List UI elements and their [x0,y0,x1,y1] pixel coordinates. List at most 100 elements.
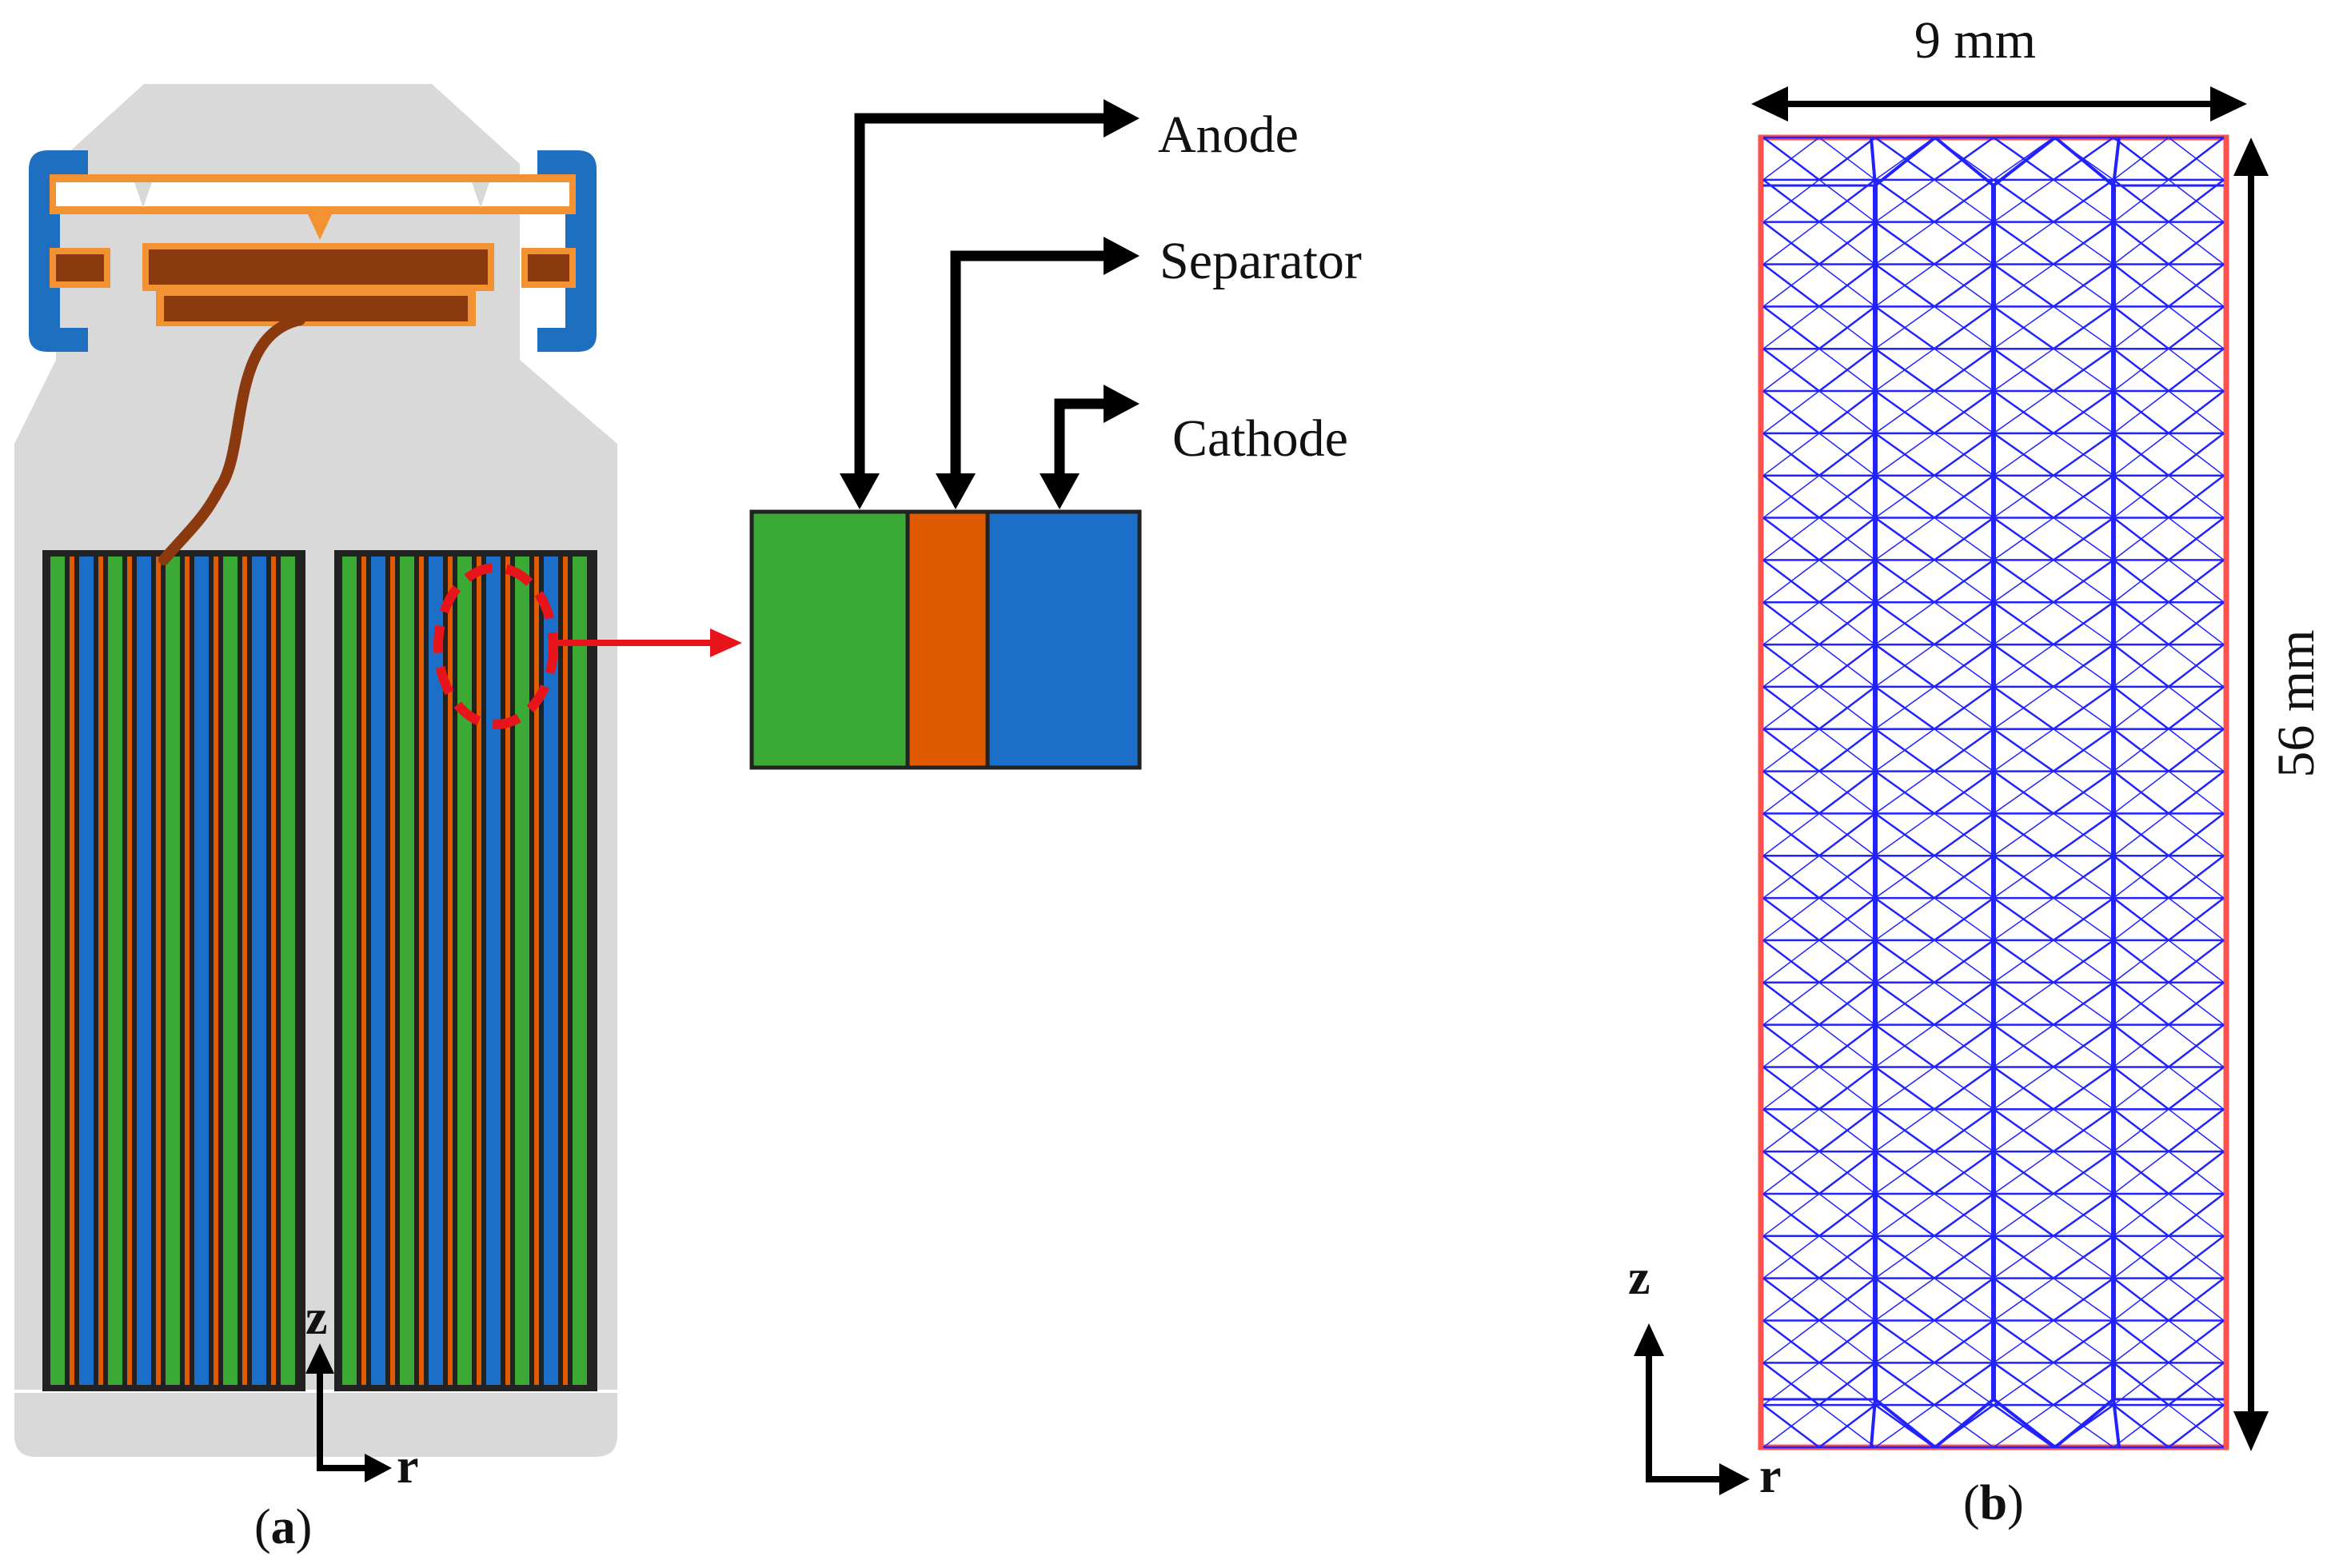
mesh-diagonal [1934,1108,1994,1152]
mesh-diagonal [1874,348,1935,392]
mesh-diagonal [1993,1278,2054,1322]
anode-stripe [573,557,587,1385]
mesh-diagonal [1762,1235,1820,1279]
anode-pointer [840,99,1140,509]
mesh-diagonal [1874,1193,1935,1237]
mesh-diagonal [2168,855,2225,899]
mesh-diagonal [2113,1404,2169,1448]
mesh-diagonal [1993,221,2054,265]
separator-stripe [390,557,395,1385]
mesh-diagonal [1934,601,1994,645]
mesh [1762,136,2225,1449]
anode-stripe [515,557,529,1385]
mesh-diagonal [1818,1235,1876,1279]
mesh-diagonal [1934,179,1994,223]
caption-a-letter: a [271,1500,296,1554]
mesh-diagonal [1934,1066,1994,1110]
mesh-diagonal [1874,305,1935,349]
mesh-diagonal [1934,475,1994,519]
mesh-diagonal [1934,390,1994,434]
mesh-diagonal [2053,601,2114,645]
axis-z-b: z [1628,1251,1650,1305]
mesh-diagonal [1818,1319,1876,1363]
mesh-diagonal [2053,348,2114,392]
mesh-diagonal [1874,475,1935,519]
separator-stripe [70,557,74,1385]
cathode-stripe [252,557,266,1385]
cathode-label: Cathode [1172,409,1348,468]
mesh-diagonal [1993,263,2054,307]
mesh-diagonal [1874,982,1935,1026]
mesh-diagonal [1762,812,1820,856]
mesh-diagonal [1874,1024,1935,1068]
mesh-diagonal [1993,348,2054,392]
mesh-diagonal [1874,263,1935,307]
mesh-diagonal [1818,644,1876,688]
mesh-diagonal [1818,1404,1876,1448]
mesh-diagonal [2113,1151,2169,1195]
mesh-diagonal [1762,1319,1820,1363]
separator-stripe [242,557,247,1385]
mesh-diagonal [2113,559,2169,603]
mesh-diagonal [1762,601,1820,645]
mesh-diagonal [2168,1193,2225,1237]
mesh-diagonal [1762,137,1820,181]
anode-stripe [400,557,414,1385]
mesh-diagonal [1762,644,1820,688]
mesh-diagonal [2113,1193,2169,1237]
anode-stripe [457,557,472,1385]
mesh-diagonal [2113,1066,2169,1110]
mesh-diagonal [1818,390,1876,434]
mesh-diagonal [1993,1319,2054,1363]
separator-label: Separator [1160,232,1362,290]
mesh-fan [1992,136,2057,187]
mesh-fan [1870,1398,1877,1448]
caption-b-close: ) [2007,1476,2024,1530]
mesh-diagonal [1993,728,2054,772]
mesh-diagonal [1934,1024,1994,1068]
caption-a: (a) [254,1500,312,1554]
mesh-diagonal [1993,475,2054,519]
mesh-diagonal [1818,263,1876,307]
mesh-diagonal [1762,1278,1820,1322]
mesh-diagonal [2113,1108,2169,1152]
callout-arrowhead [710,628,742,657]
mesh-diagonal [1993,179,2054,223]
mesh-diagonal [1934,1319,1994,1363]
mesh-diagonal [1993,897,2054,941]
separator-block [905,509,990,770]
mesh-diagonal [1762,1066,1820,1110]
axis-r-b: r [1759,1449,1782,1503]
caption-b-open: ( [1963,1476,1980,1530]
mesh-diagonal [2113,812,2169,856]
mesh-diagonal [1934,1193,1994,1237]
mesh-diagonal [1874,686,1935,730]
separator-stripe [214,557,218,1385]
mesh-diagonal [2113,179,2169,223]
mesh-diagonal [2168,1108,2225,1152]
cathode-stripe [371,557,385,1385]
mesh-diagonal [2113,770,2169,815]
mesh-diagonal [2053,855,2114,899]
mesh-diagonal [1818,1151,1876,1195]
anode-label: Anode [1158,106,1299,164]
mesh-diagonal [2113,644,2169,688]
separator-stripe [185,557,190,1385]
mesh-diagonal [1762,390,1820,434]
mesh-diagonal [1762,221,1820,265]
mesh-diagonal [1818,305,1876,349]
mesh-diagonal [1993,1023,2054,1068]
current-interrupt-core [164,296,468,321]
mesh-diagonal [2168,348,2225,392]
mesh-diagonal [1762,1193,1820,1237]
mesh-diagonal [2168,940,2225,983]
mesh-diagonal [1993,940,2054,983]
mesh-diagonal [2053,221,2114,265]
mesh-diagonal [2053,1278,2114,1322]
mesh-fan [1992,1398,2057,1449]
mesh-diagonal [1934,433,1994,477]
mesh-diagonal [2053,1066,2114,1110]
mesh-diagonal [2113,1278,2169,1322]
mesh-diagonal [1874,1066,1935,1110]
